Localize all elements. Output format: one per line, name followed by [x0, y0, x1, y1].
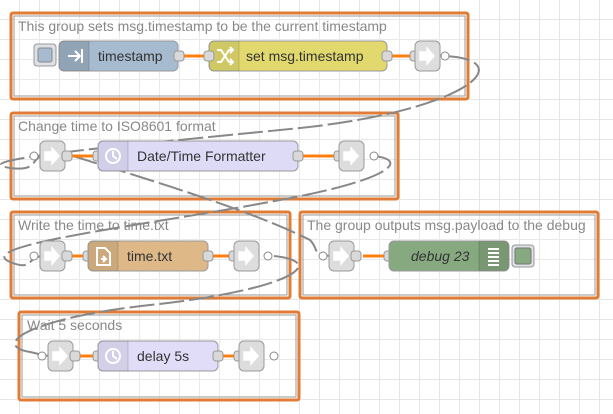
arrow-in-icon [68, 49, 83, 63]
link-out-icon [243, 346, 259, 366]
link-port[interactable] [440, 51, 450, 61]
link-port[interactable] [269, 351, 279, 361]
output-port[interactable] [381, 50, 393, 62]
node-label: delay 5s [137, 348, 189, 364]
group-label: This group sets msg.timestamp to be the … [18, 18, 387, 34]
output-port[interactable] [350, 250, 362, 262]
link-out-icon [343, 146, 359, 166]
node-label: timestamp [98, 48, 163, 64]
node-label: Date/Time Formatter [137, 148, 266, 164]
group-label: Change time to ISO8601 format [18, 118, 216, 134]
file-node-time-txt[interactable]: time.txt [82, 240, 214, 272]
list-icon [488, 248, 499, 266]
link-out-icon [238, 246, 254, 266]
link-port[interactable] [29, 251, 39, 261]
datetime-formatter-node[interactable]: Date/Time Formatter [92, 140, 304, 172]
link-wire [14, 255, 300, 357]
output-port[interactable] [61, 150, 73, 162]
output-port[interactable] [61, 250, 73, 262]
link-out-node[interactable] [409, 40, 450, 72]
debug-node[interactable]: debug 23 [383, 240, 535, 272]
link-out-node[interactable] [233, 340, 279, 372]
output-port[interactable] [292, 150, 304, 162]
link-out-node[interactable] [333, 140, 379, 172]
node-label: debug 23 [411, 248, 470, 264]
clock-icon [105, 148, 121, 164]
group-label: The group outputs msg.payload to the deb… [307, 217, 586, 233]
link-port[interactable] [318, 251, 328, 261]
input-port[interactable] [203, 50, 215, 62]
clock-icon [105, 348, 121, 364]
link-in-node[interactable] [37, 340, 81, 372]
inject-node-timestamp[interactable]: timestamp [33, 40, 185, 72]
change-node-set-timestamp[interactable]: set msg.timestamp [203, 40, 393, 72]
node-label: time.txt [127, 248, 172, 264]
shuffle-icon [217, 46, 235, 66]
output-port[interactable] [212, 350, 224, 362]
link-in-icon [44, 146, 60, 166]
output-port[interactable] [173, 50, 185, 62]
link-port[interactable] [37, 351, 47, 361]
link-port[interactable] [369, 151, 379, 161]
link-in-icon [52, 346, 68, 366]
link-in-node[interactable] [318, 240, 362, 272]
link-in-icon [44, 246, 60, 266]
file-icon [96, 247, 111, 266]
output-port[interactable] [202, 250, 214, 262]
group-label: Wait 5 seconds [27, 317, 122, 333]
link-out-icon [419, 46, 435, 66]
link-wire [72, 155, 336, 257]
link-in-node[interactable] [29, 240, 73, 272]
link-out-node[interactable] [228, 240, 273, 272]
link-in-icon [333, 246, 349, 266]
link-port[interactable] [263, 251, 273, 261]
link-in-node[interactable] [29, 140, 73, 172]
node-label: set msg.timestamp [246, 48, 364, 64]
link-port[interactable] [29, 151, 39, 161]
group-label: Write the time to time.txt [18, 217, 169, 233]
output-port[interactable] [69, 350, 81, 362]
delay-node[interactable]: delay 5s [92, 340, 224, 372]
link-wire [3, 155, 392, 267]
